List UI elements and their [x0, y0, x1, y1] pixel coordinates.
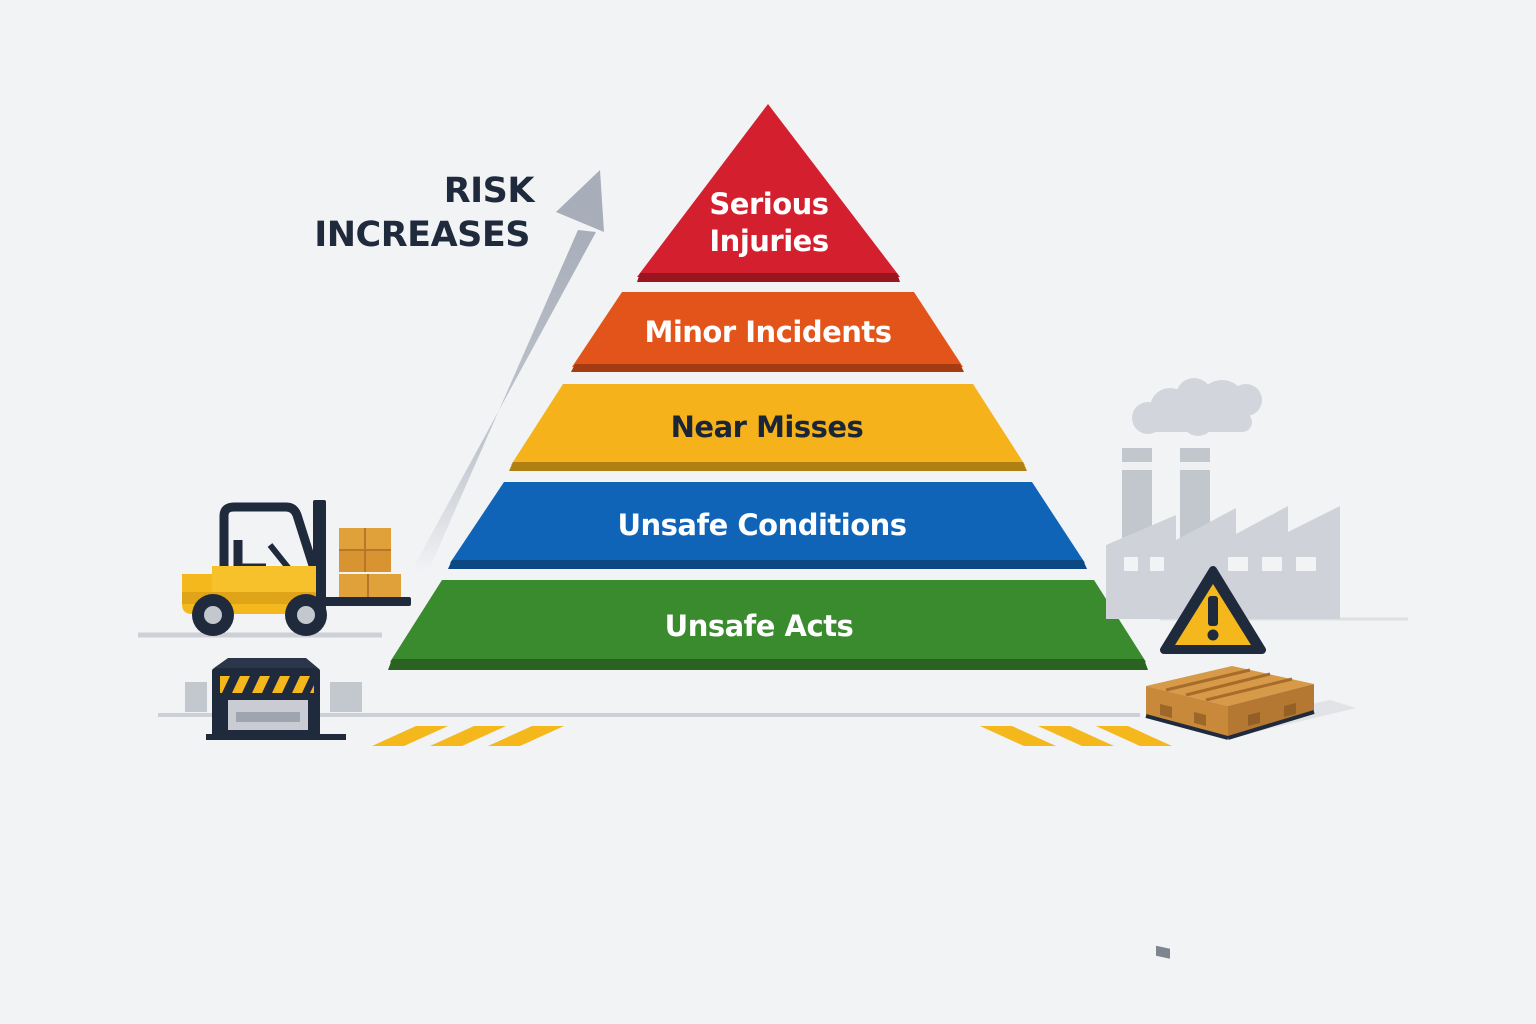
tier-unsafe-conditions-edge — [448, 560, 1087, 569]
tier-unsafe-acts-edge — [388, 659, 1148, 670]
tier-minor-incidents — [572, 292, 963, 367]
pyramid — [388, 104, 1148, 670]
pallet-icon — [1145, 666, 1356, 959]
risk-arrow — [412, 170, 604, 572]
factory-icon — [1106, 378, 1340, 619]
tier-serious-injuries-edge — [637, 273, 900, 282]
tier-minor-incidents-label: Minor Incidents — [644, 315, 891, 349]
risk-label-line2: INCREASES — [314, 215, 530, 255]
tier-unsafe-conditions-label: Unsafe Conditions — [617, 508, 906, 542]
floor-hazard-stripes-right — [980, 726, 1172, 746]
tier-unsafe-acts-label: Unsafe Acts — [665, 609, 854, 643]
tier-unsafe-conditions — [450, 482, 1085, 563]
tier-serious-injuries-label-line2: Injuries — [709, 224, 828, 258]
warning-icon — [1160, 566, 1266, 654]
forklift-icon — [182, 500, 411, 636]
floor-hazard-stripes-left — [372, 726, 564, 746]
risk-label-line1: RISK — [444, 171, 537, 211]
tier-near-misses-edge — [509, 462, 1027, 471]
tier-near-misses — [511, 384, 1025, 465]
tier-serious-injuries-label-line1: Serious — [709, 187, 828, 221]
tier-near-misses-label: Near Misses — [671, 410, 864, 444]
tier-serious-injuries — [637, 104, 900, 277]
machine-icon — [185, 658, 362, 740]
tier-unsafe-acts — [390, 580, 1146, 662]
tier-minor-incidents-edge — [571, 364, 964, 372]
